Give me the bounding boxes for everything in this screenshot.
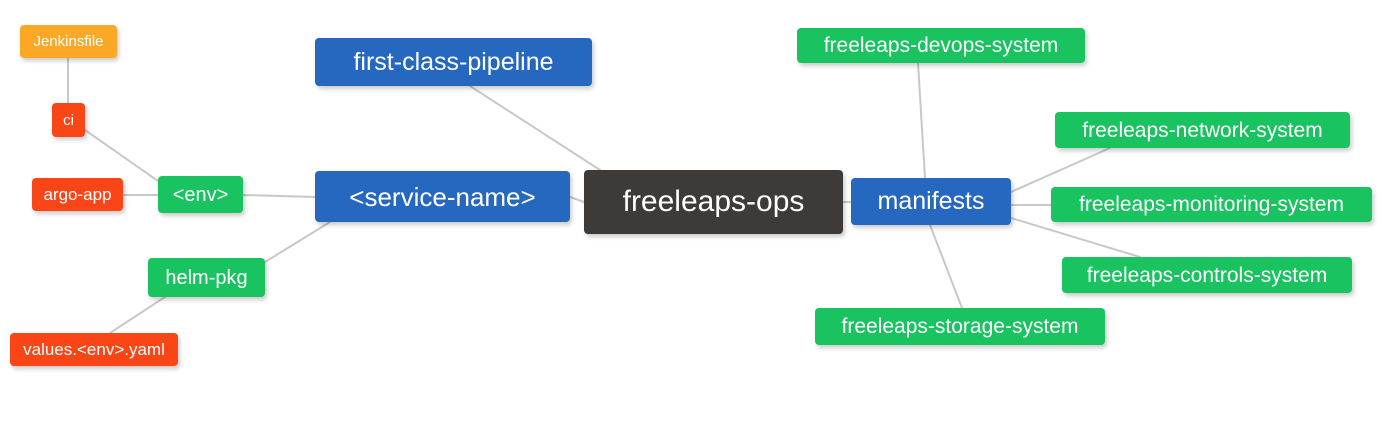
node-manifests[interactable]: manifests (851, 178, 1011, 225)
node-label: freeleaps-network-system (1082, 118, 1323, 142)
node-service-name[interactable]: <service-name> (315, 171, 570, 222)
node-label: freeleaps-devops-system (823, 34, 1059, 57)
node-argo-app[interactable]: argo-app (32, 178, 123, 211)
node-label: argo-app (43, 185, 112, 204)
node-label: ci (63, 111, 74, 129)
edge-service-name-to-helm-pkg (264, 221, 331, 263)
edge-manifests-to-freeleaps-devops-system (917, 62, 926, 179)
node-label: first-class-pipeline (353, 47, 554, 76)
node-values-env-yaml[interactable]: values.<env>.yaml (10, 333, 178, 366)
node-freeleaps-monitoring-system[interactable]: freeleaps-monitoring-system (1051, 187, 1372, 222)
node-env[interactable]: <env> (158, 176, 243, 213)
node-freeleaps-storage-system[interactable]: freeleaps-storage-system (815, 308, 1105, 345)
node-freeleaps-ops[interactable]: freeleaps-ops (584, 170, 843, 234)
node-label: <service-name> (349, 181, 536, 212)
node-ci[interactable]: ci (52, 103, 85, 137)
node-label: freeleaps-ops (622, 185, 805, 218)
node-helm-pkg[interactable]: helm-pkg (148, 258, 265, 297)
edge-service-name-to-env (242, 194, 316, 198)
edge-manifests-to-freeleaps-storage-system (929, 224, 963, 309)
edge-manifests-to-freeleaps-controls-system (1010, 217, 1141, 258)
node-label: freeleaps-monitoring-system (1079, 193, 1344, 216)
edge-helm-pkg-to-values-env-yaml (109, 296, 166, 334)
node-freeleaps-devops-system[interactable]: freeleaps-devops-system (797, 28, 1085, 63)
edge-freeleaps-ops-to-service-name (569, 196, 585, 203)
node-jenkinsfile[interactable]: Jenkinsfile (20, 25, 117, 58)
node-label: freeleaps-controls-system (1086, 263, 1328, 287)
node-label: manifests (877, 187, 985, 215)
node-freeleaps-network-system[interactable]: freeleaps-network-system (1055, 112, 1350, 148)
node-label: helm-pkg (165, 266, 248, 289)
edge-manifests-to-freeleaps-network-system (1010, 147, 1111, 193)
node-label: Jenkinsfile (33, 33, 104, 50)
node-freeleaps-controls-system[interactable]: freeleaps-controls-system (1062, 257, 1352, 293)
edge-freeleaps-ops-to-first-class-pipeline (469, 85, 601, 171)
node-label: values.<env>.yaml (23, 340, 165, 359)
node-first-class-pipeline[interactable]: first-class-pipeline (315, 38, 592, 86)
node-label: freeleaps-storage-system (841, 315, 1079, 338)
node-label: <env> (172, 183, 229, 206)
edge-env-to-ci (84, 129, 159, 182)
